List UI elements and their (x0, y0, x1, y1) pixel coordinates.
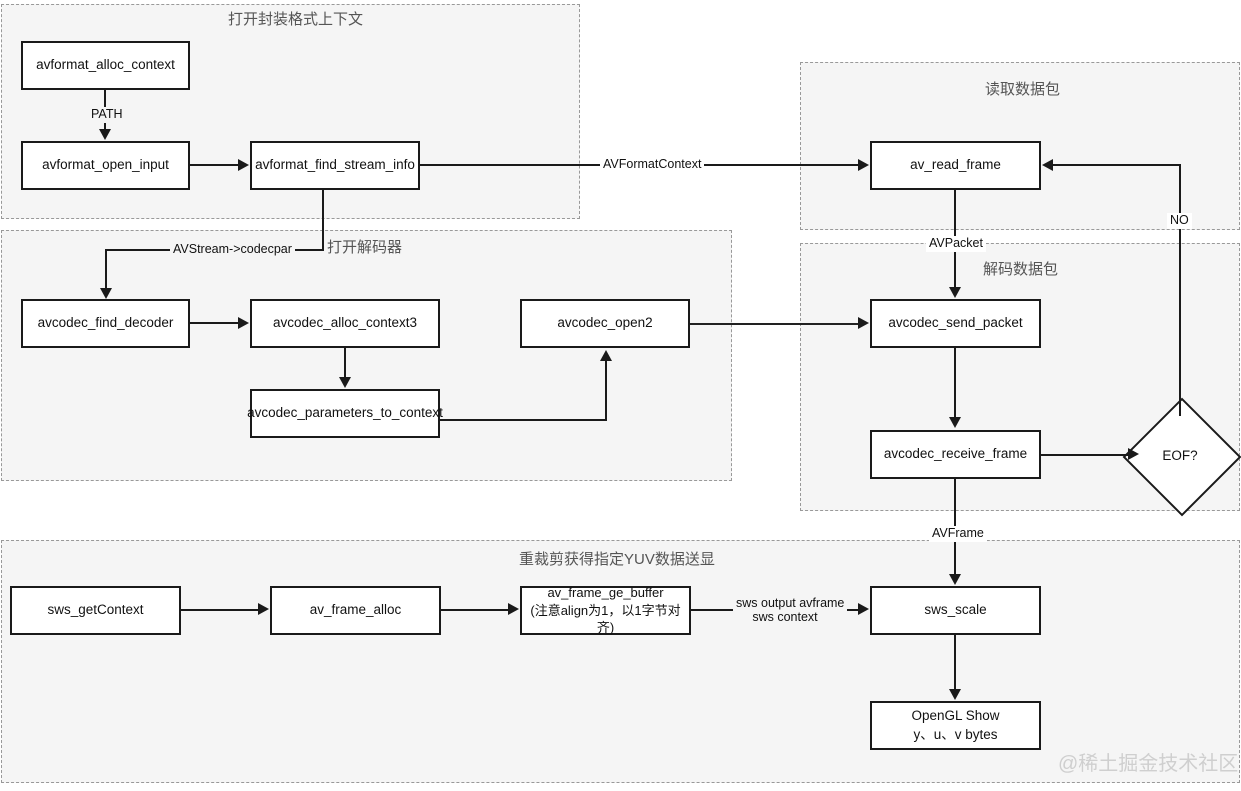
edge-receive-to-eof-arrow (1128, 448, 1139, 460)
group-title-read-packet: 读取数据包 (985, 81, 1061, 98)
node-avcodec-send-packet[interactable]: avcodec_send_packet (870, 299, 1041, 348)
node-avformat-open-input[interactable]: avformat_open_input (21, 141, 190, 190)
edge-open2-to-send-line (690, 323, 859, 325)
node-avcodec-open2[interactable]: avcodec_open2 (520, 299, 690, 348)
edge-receive-to-sws-arrow (949, 574, 961, 585)
group-scale-display (1, 540, 1240, 783)
edge-params-to-open2-v (605, 361, 607, 420)
edge-gebuffer-to-swsscale-arrow (858, 603, 869, 615)
edge-label-avstream-codecpar: AVStream->codecpar (170, 242, 295, 258)
group-open-decoder (1, 230, 732, 481)
edge-find-to-decoder-v1 (322, 190, 324, 250)
edge-decoder-to-alloc3-line (190, 322, 239, 324)
node-avcodec-receive-frame[interactable]: avcodec_receive_frame (870, 430, 1041, 479)
edge-send-to-receive-line (954, 348, 956, 418)
node-av-frame-alloc[interactable]: av_frame_alloc (270, 586, 441, 635)
edge-eof-to-read-h (1053, 164, 1181, 166)
node-avcodec-parameters-to-context[interactable]: avcodec_parameters_to_context (247, 389, 443, 438)
edge-swsctx-to-framealloc-arrow (258, 603, 269, 615)
opengl-show-line1: OpenGL Show (911, 708, 1000, 724)
edge-alloc-to-open-arrow (99, 129, 111, 140)
av-frame-ge-buffer-line1: av_frame_ge_buffer (547, 585, 664, 601)
group-title-scale-display: 重裁剪获得指定YUV数据送显 (519, 551, 715, 568)
edge-label-sws-output-avframe: sws output avframe (733, 596, 848, 612)
edge-framealloc-to-gebuffer-arrow (508, 603, 519, 615)
edge-find-to-read-arrow (858, 159, 869, 171)
edge-eof-to-read-v (1179, 164, 1181, 416)
node-avformat-find-stream-info[interactable]: avformat_find_stream_info (250, 141, 420, 190)
edge-find-to-decoder-v2 (105, 249, 107, 289)
group-title-decode-packet: 解码数据包 (983, 261, 1059, 278)
node-avcodec-alloc-context3[interactable]: avcodec_alloc_context3 (250, 299, 440, 348)
watermark-label: @稀土掘金技术社区 (1058, 753, 1239, 775)
edge-open-to-find-line (190, 164, 239, 166)
edge-framealloc-to-gebuffer-line (441, 609, 509, 611)
edge-eof-to-read-arrow (1042, 159, 1053, 171)
edge-alloc3-to-params-line (344, 348, 346, 378)
edge-params-to-open2-h (440, 419, 607, 421)
edge-read-to-send-arrow (949, 287, 961, 298)
node-avformat-alloc-context[interactable]: avformat_alloc_context (21, 41, 190, 90)
node-av-frame-ge-buffer[interactable]: av_frame_ge_buffer (注意align为1，以1字节对齐) (520, 585, 691, 636)
edge-label-no: NO (1167, 213, 1192, 229)
node-sws-getcontext[interactable]: sws_getContext (10, 586, 181, 635)
opengl-show-line2: y、u、v bytes (913, 726, 998, 742)
edge-alloc3-to-params-arrow (339, 377, 351, 388)
edge-swsctx-to-framealloc-line (181, 609, 259, 611)
node-av-read-frame[interactable]: av_read_frame (870, 141, 1041, 190)
node-avcodec-find-decoder[interactable]: avcodec_find_decoder (21, 299, 190, 348)
edge-label-avformatcontext: AVFormatContext (600, 157, 705, 173)
edge-swsscale-to-opengl-line (954, 635, 956, 690)
group-title-open-decoder: 打开解码器 (327, 239, 403, 256)
edge-send-to-receive-arrow (949, 417, 961, 428)
edge-params-to-open2-arrow (600, 350, 612, 361)
av-frame-ge-buffer-line2: (注意align为1，以1字节对齐) (530, 602, 681, 636)
edge-label-sws-context: sws context (739, 610, 831, 626)
edge-decoder-to-alloc3-arrow (238, 317, 249, 329)
edge-label-avpacket: AVPacket (926, 236, 986, 252)
edge-find-to-decoder-arrow (100, 288, 112, 299)
node-sws-scale[interactable]: sws_scale (870, 586, 1041, 635)
node-eof-decision[interactable]: EOF? (1122, 397, 1241, 517)
group-title-open-format-context: 打开封装格式上下文 (228, 11, 364, 28)
edge-receive-to-eof-line (1041, 454, 1129, 456)
edge-open-to-find-arrow (238, 159, 249, 171)
node-opengl-show[interactable]: OpenGL Show y、u、v bytes (870, 701, 1041, 750)
edge-swsscale-to-opengl-arrow (949, 689, 961, 700)
edge-label-avframe: AVFrame (929, 526, 987, 542)
edge-open2-to-send-arrow (858, 317, 869, 329)
edge-label-path: PATH (88, 107, 126, 123)
diamond-label: EOF? (1162, 447, 1198, 463)
